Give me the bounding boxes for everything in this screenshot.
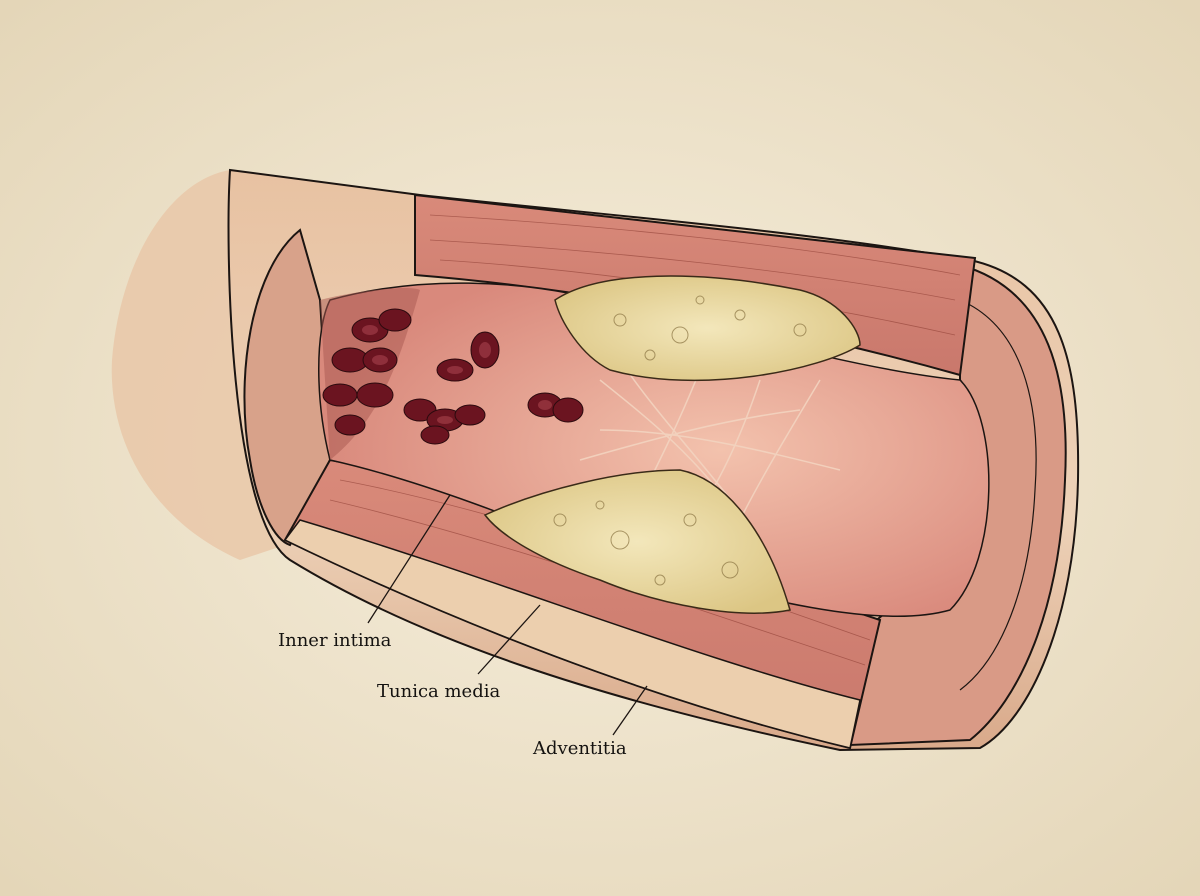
label-inner-intima: Inner intima bbox=[278, 630, 392, 651]
left-ring bbox=[243, 228, 332, 547]
blood-cells bbox=[322, 308, 584, 445]
label-tunica-media: Tunica media bbox=[377, 681, 501, 702]
label-pointers bbox=[367, 494, 648, 736]
lower-adventitia bbox=[283, 519, 861, 749]
label-adventitia: Adventitia bbox=[533, 738, 627, 759]
pointer-adventitia bbox=[612, 685, 648, 736]
pointer-inner-intima bbox=[367, 494, 451, 624]
upper-plaque bbox=[554, 275, 861, 382]
pointer-tunica-media bbox=[477, 604, 541, 675]
lower-plaque bbox=[483, 469, 791, 614]
